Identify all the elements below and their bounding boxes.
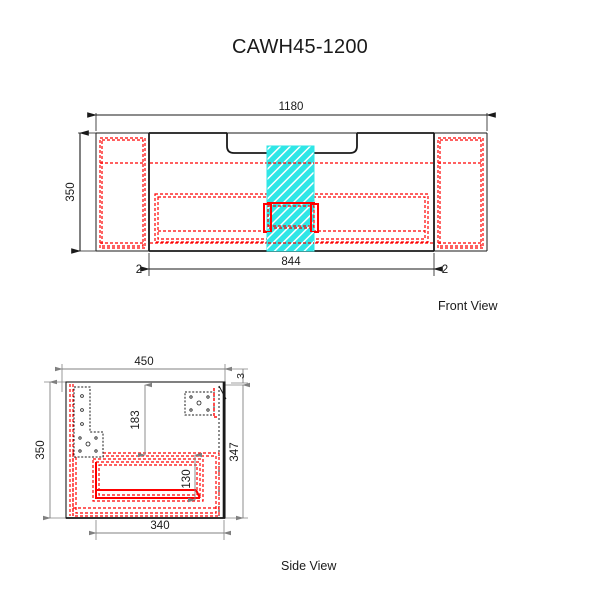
side-dim-upper-inner: 183 (130, 382, 153, 458)
front-dim-right-gap-text: 2 (442, 264, 448, 276)
side-dim-3-text: 3 (235, 373, 247, 379)
side-dim-347-text: 347 (229, 442, 241, 461)
front-view-label: Front View (438, 299, 498, 313)
side-dim-130-text: 130 (181, 469, 193, 488)
front-dim-overall-width: 1180 (87, 101, 496, 131)
page-title: CAWH45-1200 (232, 36, 368, 58)
side-dim-350-text: 350 (35, 440, 47, 459)
side-dim-body-height: 347 (225, 382, 251, 521)
front-hidden-lines-over-hatch (268, 162, 314, 244)
front-dim-height: 350 (65, 130, 98, 254)
front-section-hatch-lower (267, 232, 314, 251)
front-drawer-hardware (263, 202, 319, 233)
side-dim-183-text: 183 (130, 410, 142, 429)
side-bracket-right (184, 388, 219, 418)
side-dim-drawer-height: 130 (181, 452, 203, 503)
side-dim-340-text: 340 (150, 520, 169, 532)
front-view-drawing: 1180 350 (65, 101, 496, 276)
side-view-label: Side View (281, 559, 337, 573)
front-dim-inner-width: 844 2 2 (136, 253, 448, 276)
side-bracket-left (73, 386, 104, 458)
side-dim-bottom-width: 340 (88, 520, 232, 540)
front-dim-350-text: 350 (65, 182, 77, 201)
side-cabinet-outline (65, 381, 227, 519)
side-dim-height: 350 (35, 379, 66, 521)
front-dim-844-text: 844 (281, 256, 301, 268)
front-dim-left-gap-text: 2 (136, 264, 142, 276)
side-dim-top-offset: 3 (225, 368, 248, 384)
front-dim-1180-text: 1180 (279, 101, 304, 113)
side-dim-450-text: 450 (134, 356, 153, 368)
